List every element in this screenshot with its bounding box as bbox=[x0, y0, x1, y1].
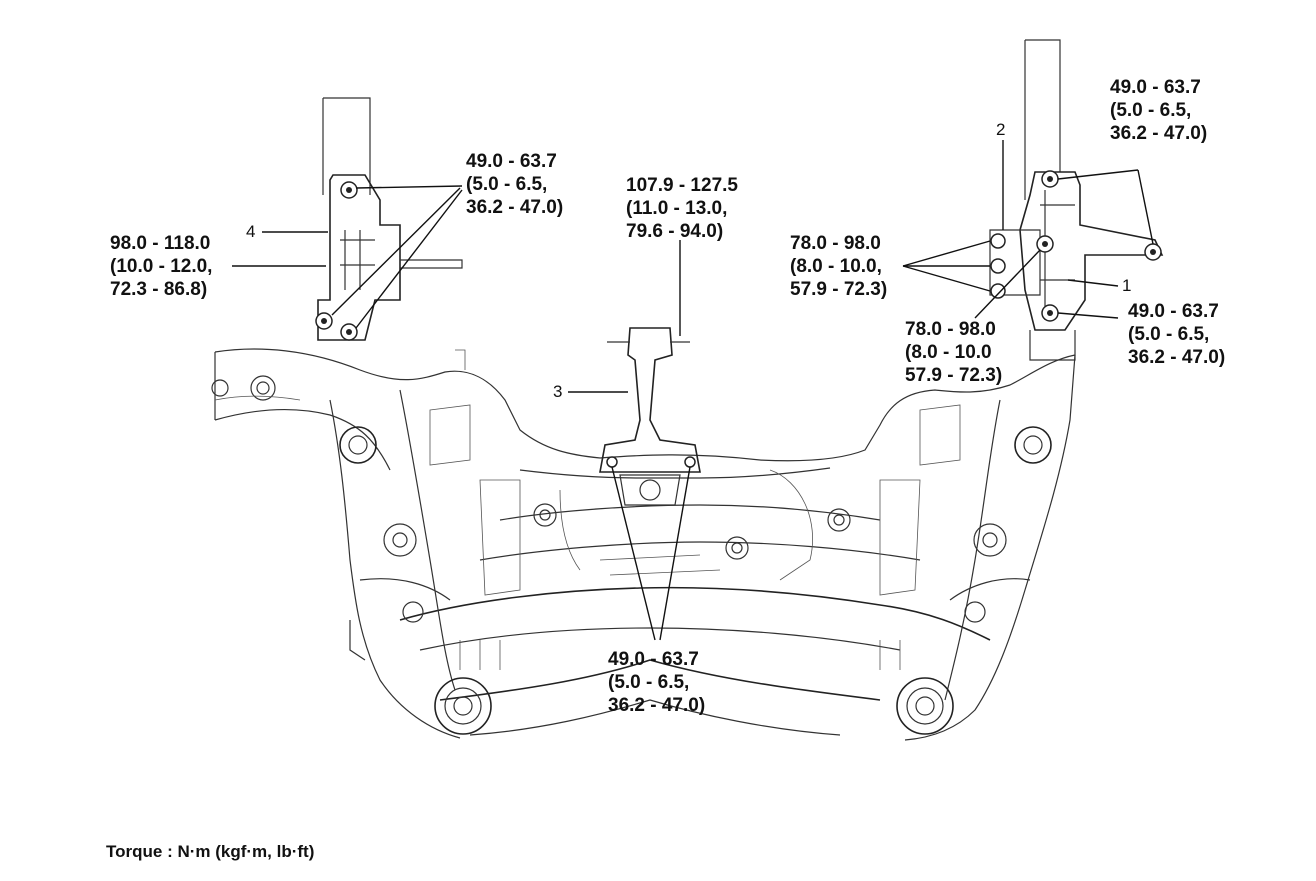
callout-2: 2 bbox=[996, 120, 1006, 139]
engine-mount-bracket-right bbox=[989, 39, 1164, 361]
callout-1: 1 bbox=[1122, 276, 1132, 295]
torque-left-mount-nut: 98.0 - 118.0 (10.0 - 12.0, 72.3 - 86.8) bbox=[110, 233, 213, 300]
torque-unit-note: Torque : N·m (kgf·m, lb·ft) bbox=[106, 842, 315, 861]
front-subframe bbox=[211, 348, 1076, 741]
roll-rod bbox=[599, 327, 701, 506]
torque-right-bracket-center: 78.0 - 98.0 (8.0 - 10.0 57.9 - 72.3) bbox=[905, 319, 1003, 386]
torque-right-mount-top: 49.0 - 63.7 (5.0 - 6.5, 36.2 - 47.0) bbox=[1110, 77, 1208, 144]
torque-roll-rod-top: 107.9 - 127.5 (11.0 - 13.0, 79.6 - 94.0) bbox=[626, 175, 738, 242]
callout-3: 3 bbox=[553, 382, 563, 401]
torque-left-mount-bolts: 49.0 - 63.7 (5.0 - 6.5, 36.2 - 47.0) bbox=[466, 151, 564, 218]
torque-roll-rod-bottom: 49.0 - 63.7 (5.0 - 6.5, 36.2 - 47.0) bbox=[608, 649, 706, 716]
leader-lines bbox=[232, 140, 1154, 641]
torque-right-mount-bottom: 49.0 - 63.7 (5.0 - 6.5, 36.2 - 47.0) bbox=[1128, 301, 1226, 368]
torque-right-bracket-bolts: 78.0 - 98.0 (8.0 - 10.0, 57.9 - 72.3) bbox=[790, 233, 888, 300]
engine-mount-bracket-left bbox=[315, 97, 463, 341]
callout-4: 4 bbox=[246, 222, 256, 241]
